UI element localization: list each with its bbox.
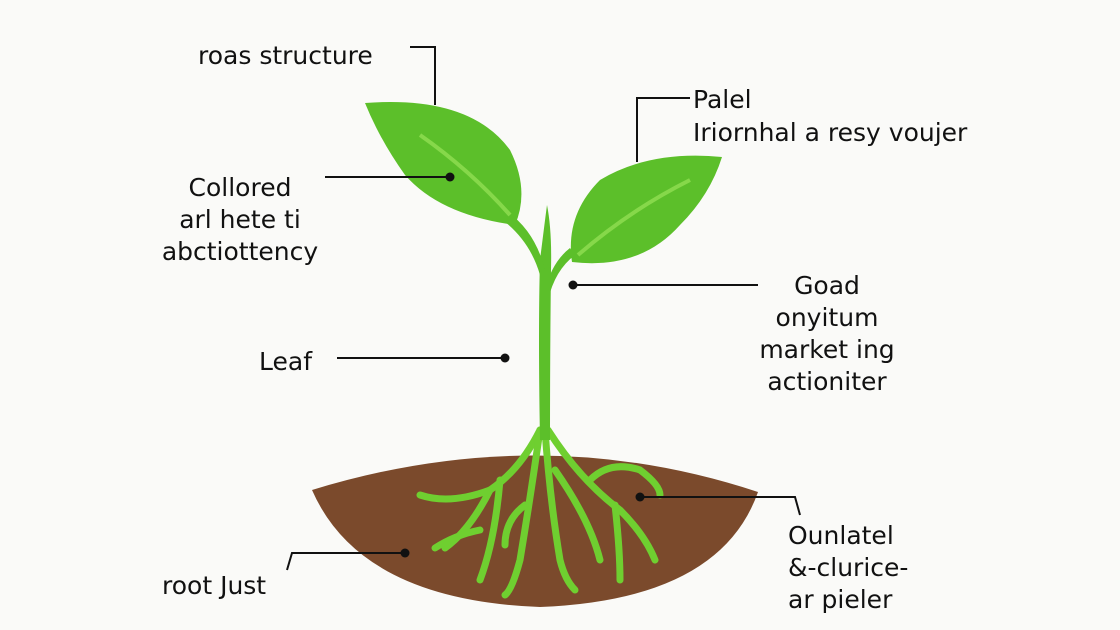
- label-bottom-left: root Just: [162, 571, 267, 600]
- label-right-mid-line4: actioniter: [767, 367, 887, 396]
- label-left-upper-line1: Collored: [188, 173, 292, 202]
- leader-lines: [286, 46, 801, 571]
- label-left-upper-line2: arl hete ti: [179, 205, 301, 234]
- right-leaf-vein: [576, 178, 691, 257]
- label-right-mid-line3: market ing: [759, 335, 895, 364]
- left-branch: [500, 210, 545, 275]
- right-branch: [545, 248, 575, 300]
- label-bottom-right-line3: ar pieler: [788, 585, 893, 614]
- label-bottom-right-line2: &-clurice-: [788, 553, 909, 582]
- right-leaf: [570, 155, 722, 264]
- label-bottom-right-line1: Ounlatel: [788, 521, 894, 550]
- label-top-right-line1: Palel: [693, 85, 752, 114]
- left-leaf-vein: [418, 133, 512, 217]
- roots: [416, 426, 664, 599]
- stem: [539, 205, 552, 440]
- leader-dots: [400, 172, 645, 558]
- label-left-mid: Leaf: [259, 347, 312, 376]
- label-top-left: roas structure: [198, 41, 373, 70]
- label-right-mid-line1: Goad: [794, 271, 860, 300]
- label-top-right-line2: Iriornhal a resy voujer: [693, 118, 968, 147]
- label-right-mid-line2: onyitum: [775, 303, 879, 332]
- left-leaf: [365, 101, 522, 225]
- label-left-upper-line3: abctiottency: [161, 237, 319, 266]
